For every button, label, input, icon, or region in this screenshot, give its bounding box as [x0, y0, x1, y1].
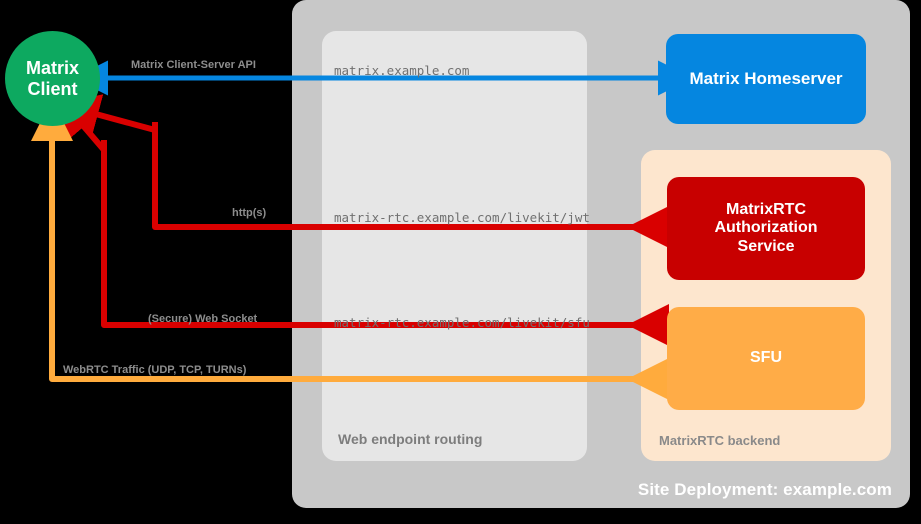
label-webrtc-traffic: WebRTC Traffic (UDP, TCP, TURNs) [63, 364, 247, 376]
endpoint-livekit-jwt: matrix-rtc.example.com/livekit/jwt [334, 210, 590, 225]
wire-web-socket-head [56, 94, 107, 152]
label-https: http(s) [232, 207, 267, 219]
node-sfu[interactable]: SFU [667, 307, 865, 410]
node-matrixrtc-authorization-service-label: MatrixRTC Authorization Service [714, 200, 818, 255]
web-endpoint-routing-label: Web endpoint routing [338, 431, 483, 447]
wire-https-jwt-head [57, 94, 156, 135]
node-matrixrtc-authorization-service[interactable]: MatrixRTC Authorization Service [667, 177, 865, 280]
wire-web-socket [101, 140, 669, 346]
node-sfu-label: SFU [750, 349, 782, 367]
node-matrix-client-label: Matrix Client [25, 57, 79, 99]
label-web-socket: (Secure) Web Socket [148, 313, 258, 325]
label-matrix-client-server-api: Matrix Client-Server API [131, 59, 256, 71]
endpoint-matrix-example-com: matrix.example.com [334, 63, 470, 78]
node-matrix-client[interactable]: Matrix Client [5, 31, 100, 126]
matrixrtc-backend-label: MatrixRTC backend [659, 433, 781, 448]
endpoint-livekit-sfu: matrix-rtc.example.com/livekit/sfu [334, 315, 590, 330]
site-deployment-label: Site Deployment: example.com [637, 480, 892, 499]
wire-webrtc-traffic [31, 99, 669, 400]
node-matrix-homeserver[interactable]: Matrix Homeserver [666, 34, 866, 124]
node-matrix-homeserver-label: Matrix Homeserver [689, 69, 843, 89]
